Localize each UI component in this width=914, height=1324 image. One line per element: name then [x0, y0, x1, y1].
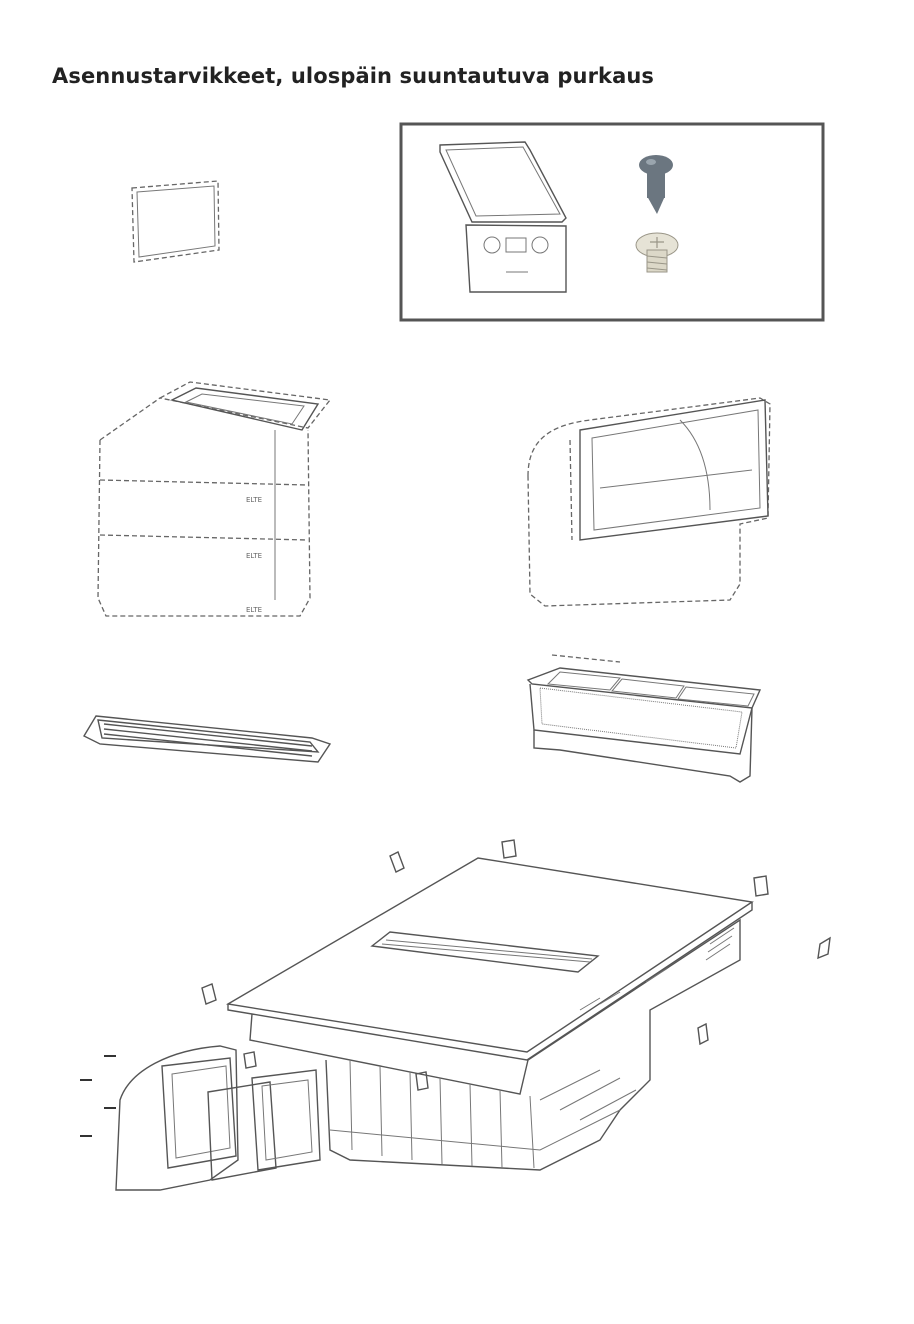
svg-text:ELTE: ELTE: [246, 496, 262, 504]
small-screw-icon: [80, 1056, 116, 1136]
duct-extension-icon: ELTE ELTE ELTE: [98, 382, 330, 616]
filter-icon: [528, 655, 760, 782]
duct-bend-icon: [528, 398, 770, 606]
light-screw-icon: [636, 233, 678, 272]
mounting-kit-box: [401, 124, 823, 320]
side-duct-icon: [116, 1046, 320, 1190]
svg-text:ELTE: ELTE: [246, 552, 262, 560]
hob-assembly-icon: [80, 840, 830, 1190]
svg-text:ELTE: ELTE: [246, 606, 262, 614]
mounting-bracket-icon: [440, 142, 566, 292]
clip-icon: [202, 840, 830, 1090]
dark-screw-icon: [639, 155, 673, 214]
grille-icon: [84, 716, 330, 762]
flat-gasket-icon: [132, 181, 219, 262]
